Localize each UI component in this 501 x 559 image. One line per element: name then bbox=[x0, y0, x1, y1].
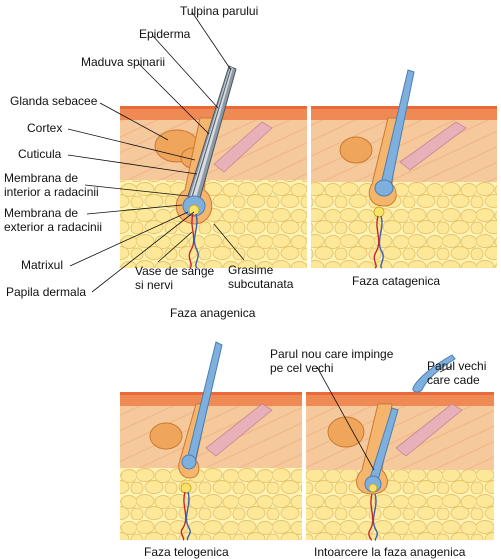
hair-bulb bbox=[374, 179, 394, 197]
arrector-muscle bbox=[395, 403, 463, 457]
blood-vessel-red bbox=[180, 491, 187, 541]
dermal-papilla bbox=[188, 204, 200, 216]
old-hair-falling bbox=[412, 354, 456, 393]
arrector-muscle bbox=[205, 403, 273, 457]
arrector-muscle bbox=[213, 121, 273, 173]
caption-return-anagen: Intoarcere la faza anagenica bbox=[314, 545, 466, 559]
label-epidermis: Epiderma bbox=[139, 27, 191, 41]
blood-vessel-blue bbox=[193, 213, 199, 269]
label-hair-shaft: Tulpina parului bbox=[180, 4, 258, 18]
epidermis-top bbox=[306, 392, 494, 395]
epidermis-top bbox=[120, 106, 307, 109]
label-fat-2: subcutanata bbox=[228, 277, 294, 291]
label-cortex: Cortex bbox=[27, 121, 62, 135]
subcutaneous-fat bbox=[120, 180, 307, 268]
arrector-muscle bbox=[399, 121, 467, 171]
dermal-papilla bbox=[180, 482, 192, 494]
leader-lines bbox=[67, 11, 453, 471]
label-dermal-papilla: Papila dermala bbox=[6, 285, 86, 299]
panel-return-anagen bbox=[306, 354, 494, 541]
epidermis-layer bbox=[120, 394, 302, 406]
label-matrix: Matrixul bbox=[21, 258, 63, 272]
label-medulla: Maduva spinarii bbox=[81, 55, 165, 69]
label-cuticle: Cuticula bbox=[18, 147, 62, 161]
blood-vessel-blue bbox=[372, 493, 378, 541]
blood-vessel-red bbox=[373, 215, 380, 269]
label-old-hair-1: Parul vechi bbox=[427, 359, 486, 373]
epidermis-layer bbox=[306, 394, 494, 406]
label-new-hair-1: Parul nou care impinge bbox=[270, 347, 394, 361]
subcutaneous-fat bbox=[306, 470, 494, 540]
label-inner-root-sheath-1: Membrana de bbox=[4, 171, 78, 185]
label-vessels-2: si nervi bbox=[135, 278, 173, 292]
hair-medulla bbox=[191, 67, 232, 198]
label-outer-root-sheath-2: exterior a radacinii bbox=[4, 220, 102, 234]
blood-vessel-red bbox=[188, 213, 195, 269]
label-sebaceous-gland: Glanda sebacee bbox=[10, 94, 98, 108]
label-vessels-1: Vase de sange bbox=[135, 264, 214, 278]
panel-catagen bbox=[311, 69, 497, 269]
caption-catagen: Faza catagenica bbox=[352, 274, 440, 288]
panel-anagen bbox=[120, 65, 307, 269]
label-outer-root-sheath-1: Membrana de bbox=[4, 206, 78, 220]
sebaceous-gland bbox=[327, 416, 365, 448]
dermal-papilla bbox=[373, 206, 385, 218]
label-old-hair-2: care cade bbox=[427, 373, 480, 387]
subcutaneous-fat bbox=[120, 468, 302, 540]
blood-vessel-blue bbox=[185, 491, 191, 541]
subcutaneous-fat bbox=[311, 182, 497, 268]
sebaceous-gland bbox=[339, 136, 373, 164]
dermal-papilla bbox=[368, 483, 378, 493]
hair-bulb bbox=[181, 454, 197, 470]
sebaceous-gland bbox=[149, 422, 183, 450]
label-new-hair-2: pe cel vechi bbox=[270, 361, 333, 375]
label-fat-1: Grasime bbox=[228, 263, 274, 277]
caption-anagen: Faza anagenica bbox=[170, 306, 256, 320]
blood-vessel-blue bbox=[378, 215, 384, 269]
follicle-outer bbox=[356, 403, 393, 495]
blood-vessel-red bbox=[368, 493, 374, 541]
label-inner-root-sheath-2: interior a radacinii bbox=[4, 185, 99, 199]
panel-telogen bbox=[120, 341, 302, 541]
caption-telogen: Faza telogenica bbox=[144, 545, 229, 559]
